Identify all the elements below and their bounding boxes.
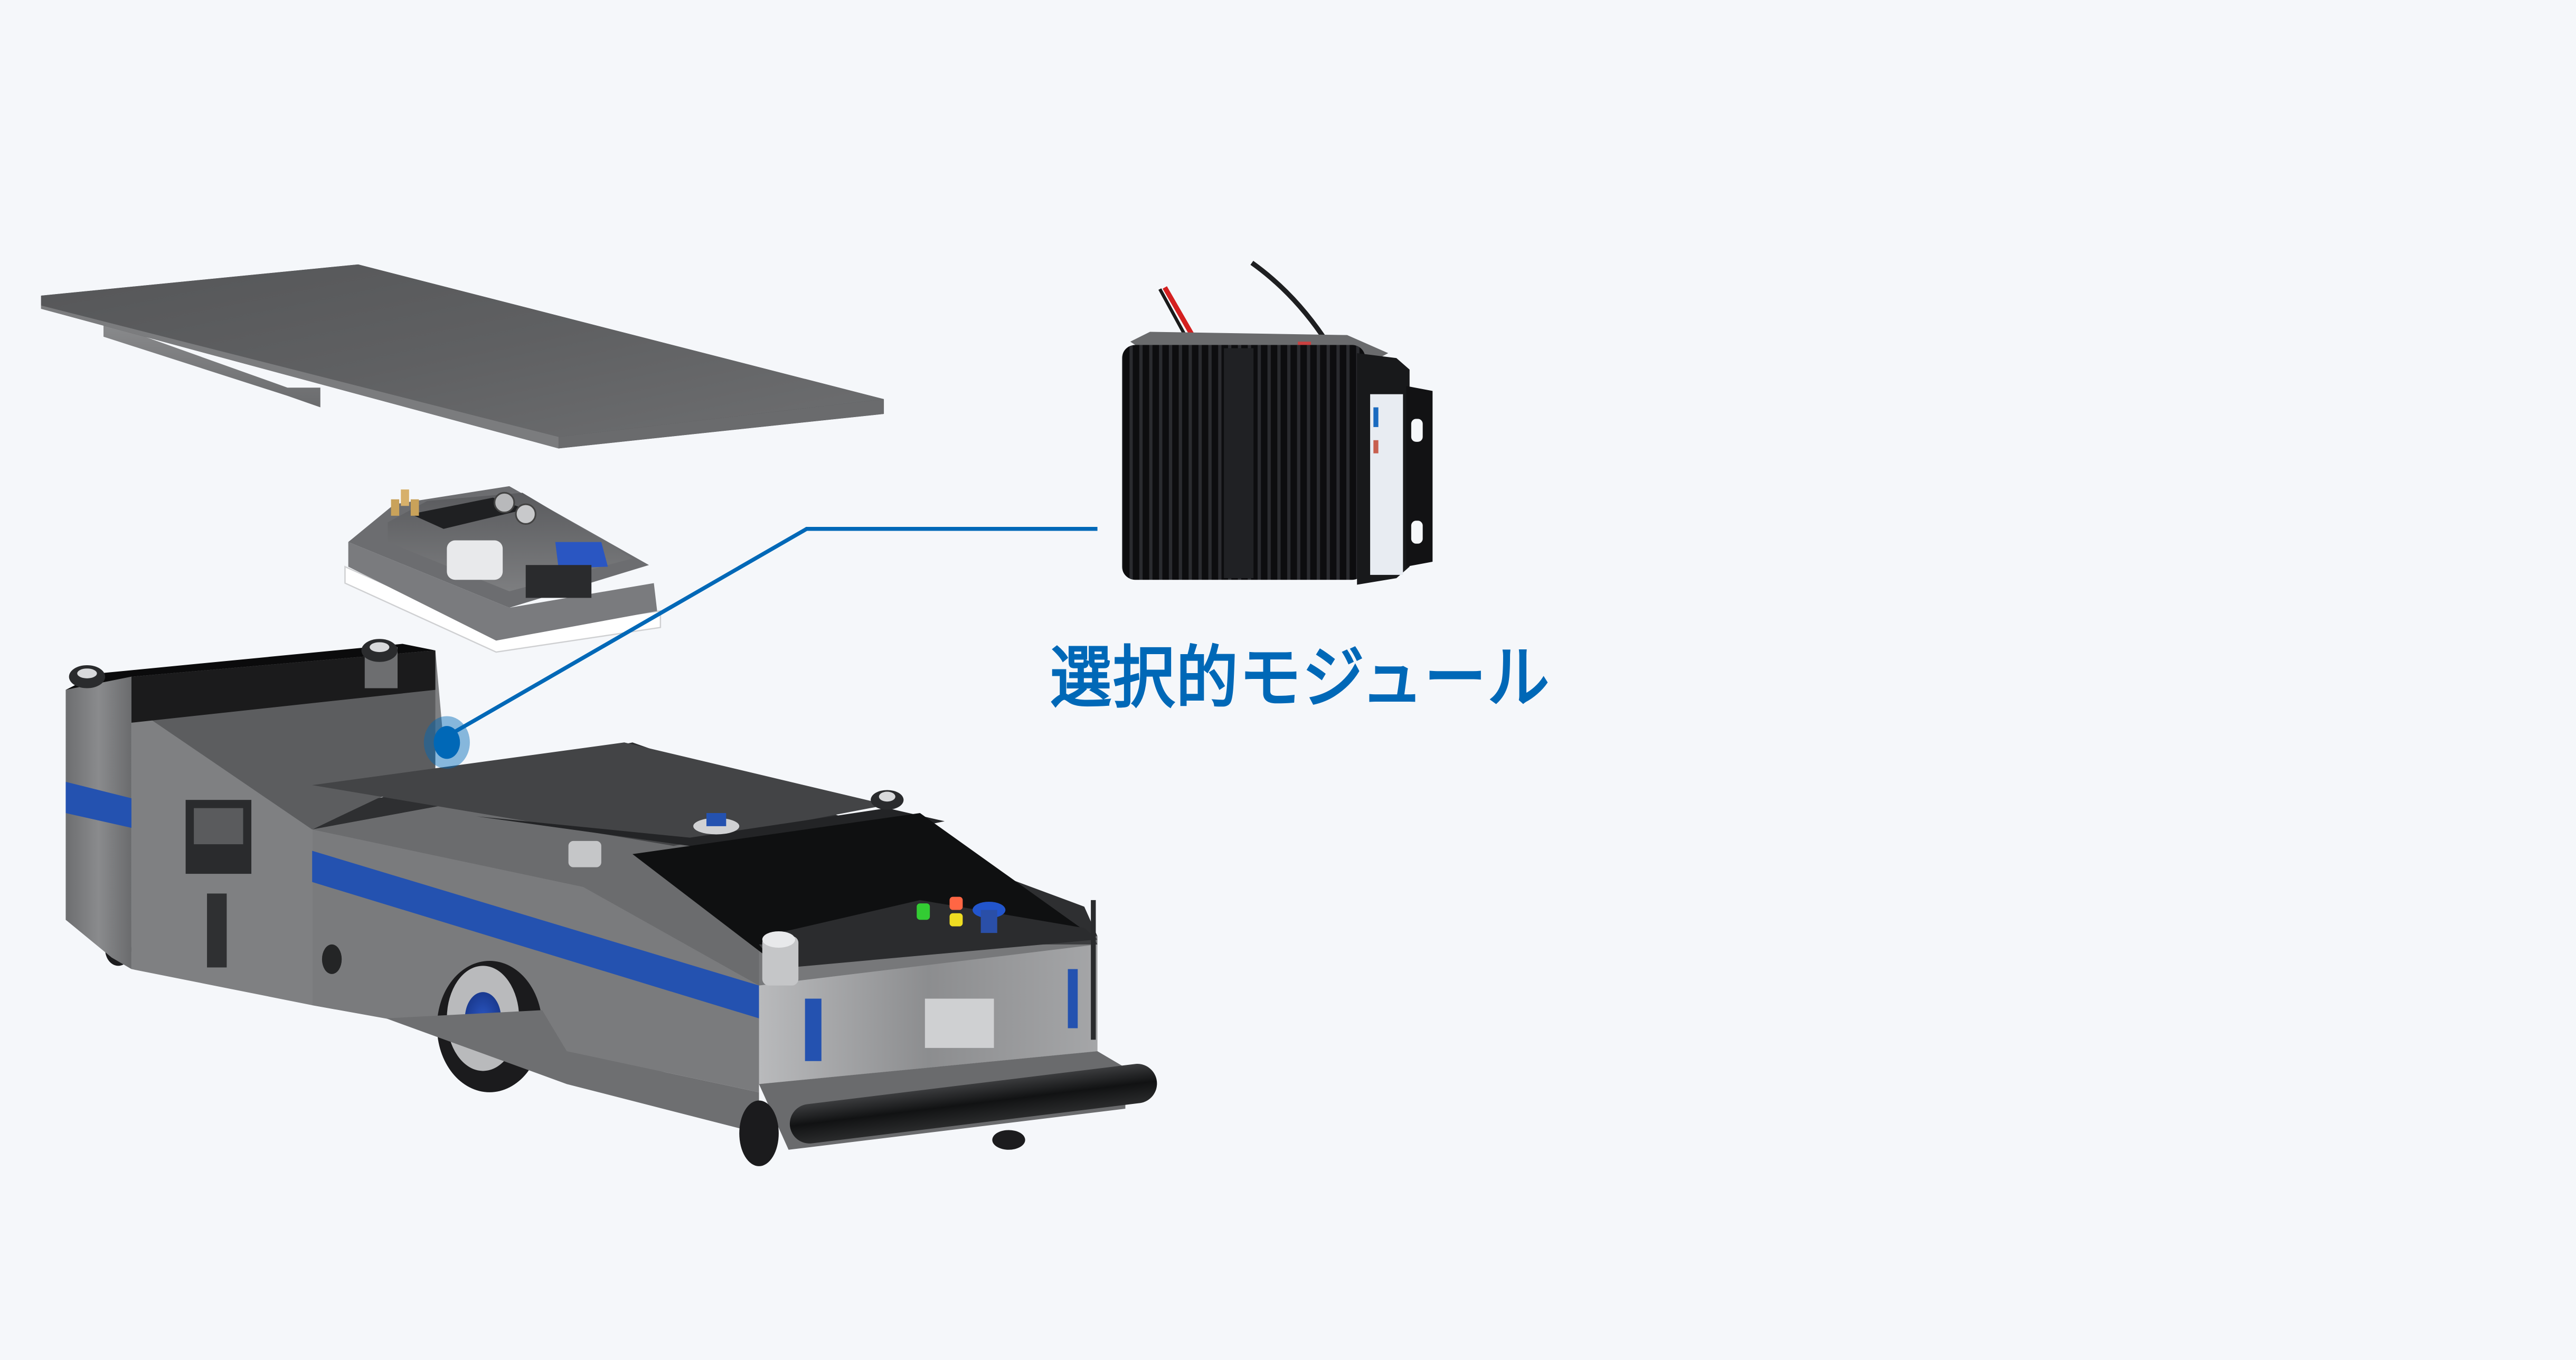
front-label-plate xyxy=(924,998,994,1048)
antenna xyxy=(1091,900,1096,1040)
agv-body xyxy=(65,639,1157,1166)
callout-label: 選択的モジュール xyxy=(1050,639,1551,717)
callout-marker-dot xyxy=(433,726,460,759)
front-sensor-left xyxy=(805,998,822,1061)
optional-module-box xyxy=(1122,260,1433,585)
front-sensor-right xyxy=(1068,969,1078,1028)
motor-controller xyxy=(344,486,662,653)
top-cover-panel xyxy=(41,264,884,449)
control-buttons xyxy=(917,896,1006,933)
callout-leader xyxy=(423,527,1098,769)
